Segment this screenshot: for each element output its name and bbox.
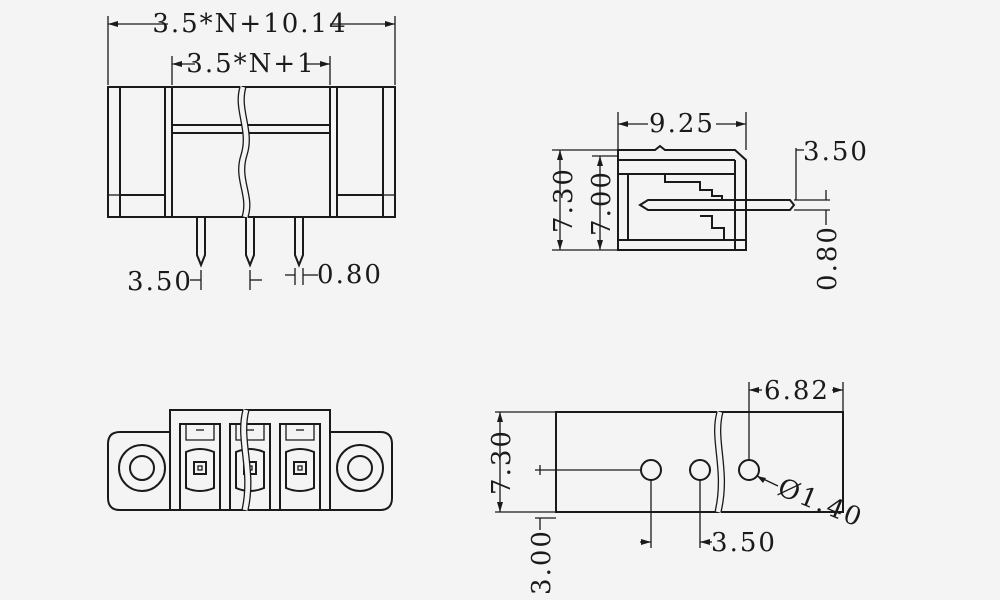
height-outer-label: 7.30: [549, 167, 579, 233]
pitch-label: 3.50: [127, 267, 193, 297]
edge-to-hole-label: 6.82: [764, 376, 830, 406]
pcb-pitch-label: 3.50: [711, 528, 777, 558]
pcb-layout: 7.30 3.00 6.82 Ø1.40 3.50: [487, 376, 867, 595]
pcb-hole: [640, 459, 662, 481]
pcb-hole: [738, 459, 760, 481]
pcb-offset-label: 3.00: [527, 529, 557, 595]
pcb-hole: [689, 459, 711, 481]
front-pins: [196, 217, 304, 268]
top-view: [107, 409, 393, 511]
overall-width-label: 3.5*N+10.14: [152, 9, 347, 39]
pin-thickness-label: 0.80: [813, 225, 843, 291]
height-inner-label: 7.00: [587, 170, 617, 236]
pin-width-label: 0.80: [317, 260, 383, 290]
front-view: 3.5*N+10.14 3.5*N+1: [107, 9, 396, 297]
side-view: 9.25 3.50 7.30 7.00 0.80: [549, 109, 869, 291]
hole-diameter-label: Ø1.40: [773, 473, 867, 534]
depth-label: 9.25: [649, 109, 715, 139]
pcb-height-label: 7.30: [487, 429, 517, 495]
inner-width-label: 3.5*N+1: [186, 49, 315, 79]
pin-offset-label: 3.50: [803, 137, 869, 167]
